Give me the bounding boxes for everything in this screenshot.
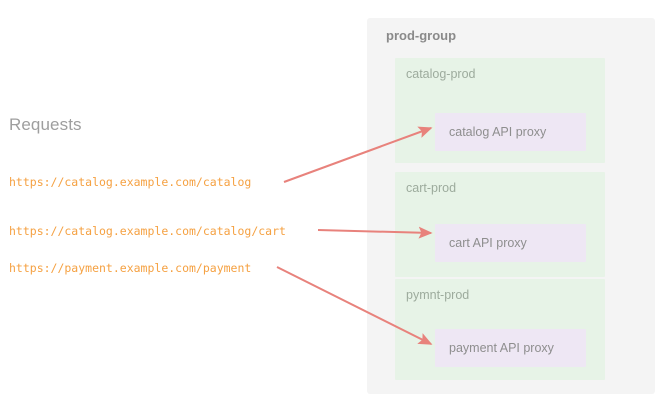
subgroup-label-cart-prod: cart-prod (406, 181, 457, 195)
subgroup-cart-prod: cart-prod cart API proxy (395, 172, 605, 277)
proxy-label-payment: payment API proxy (449, 341, 554, 355)
requests-heading: Requests (9, 115, 82, 134)
subgroup-label-catalog-prod: catalog-prod (406, 67, 476, 81)
proxy-box-payment: payment API proxy (435, 329, 586, 367)
request-url-catalog-cart: https://catalog.example.com/catalog/cart (9, 224, 286, 238)
proxy-box-catalog: catalog API proxy (435, 113, 586, 151)
proxy-label-catalog: catalog API proxy (449, 125, 547, 139)
subgroup-catalog-prod: catalog-prod catalog API proxy (395, 58, 605, 163)
prod-group-title: prod-group (386, 28, 457, 43)
subgroup-label-pymnt-prod: pymnt-prod (406, 288, 470, 302)
proxy-box-cart: cart API proxy (435, 224, 586, 262)
prod-group-panel: prod-group catalog-prod catalog API prox… (367, 18, 655, 394)
request-url-payment: https://payment.example.com/payment (9, 261, 252, 275)
proxy-label-cart: cart API proxy (449, 236, 527, 250)
request-url-catalog: https://catalog.example.com/catalog (9, 175, 252, 189)
requests-panel: Requests https://catalog.example.com/cat… (9, 115, 286, 275)
subgroup-pymnt-prod: pymnt-prod payment API proxy (395, 279, 605, 380)
